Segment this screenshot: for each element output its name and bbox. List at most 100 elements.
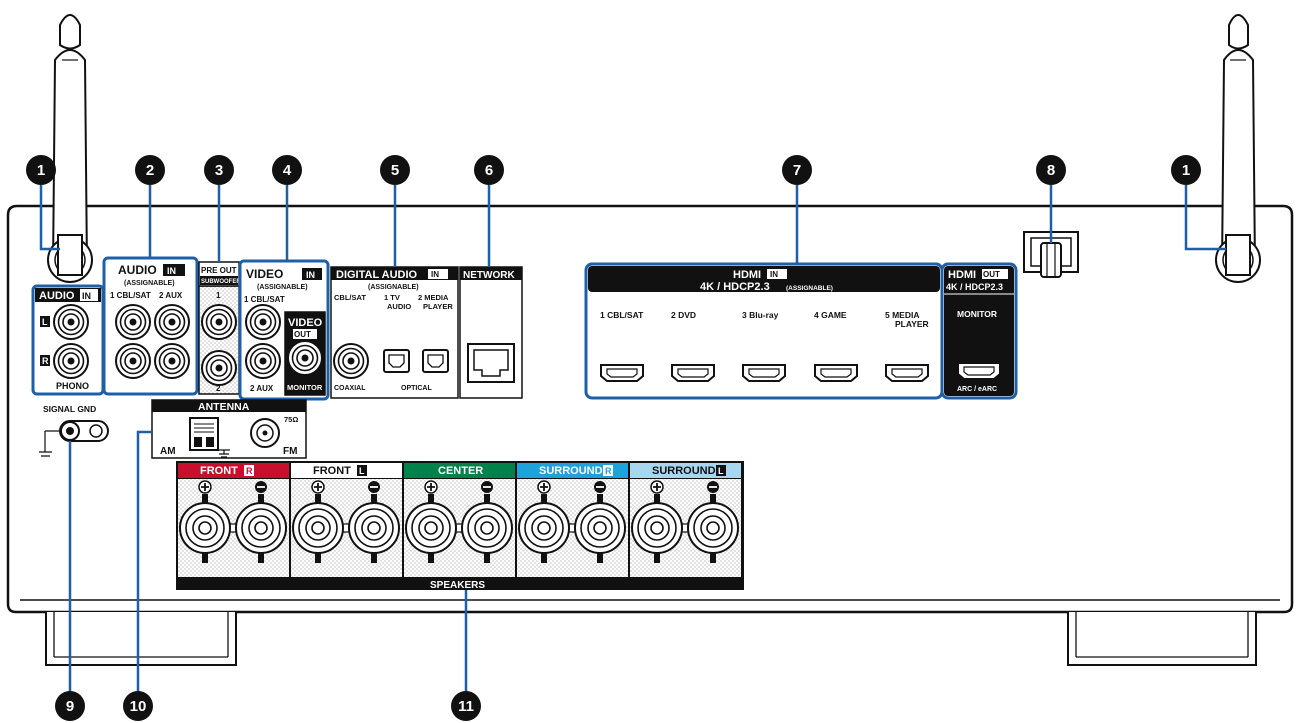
optical-tv-port[interactable] (383, 349, 410, 373)
speaker-channel-name: SURROUND (652, 465, 716, 477)
minus-icon (255, 481, 267, 493)
speaker-channel-name: FRONT (313, 465, 351, 477)
am-terminal[interactable] (189, 417, 219, 451)
video-aux-jack[interactable] (245, 343, 281, 379)
speaker-channel-header (517, 463, 628, 478)
callout-9: 9 (55, 691, 85, 721)
speaker-plus-terminal[interactable] (292, 502, 344, 554)
callout-6: 6 (474, 155, 504, 185)
subwoofer-2-jack[interactable] (201, 350, 237, 386)
speaker-minus-terminal[interactable] (461, 502, 513, 554)
digital-tv-label-2: AUDIO (387, 302, 411, 311)
speaker-plus-terminal[interactable] (179, 502, 231, 554)
speaker-minus-terminal[interactable] (574, 502, 626, 554)
hdmi-input-label: 3 Blu-ray (742, 310, 779, 320)
signal-gnd-terminal[interactable] (59, 420, 109, 442)
speaker-plus-terminal[interactable] (518, 502, 570, 554)
speaker-channel-name: FRONT (200, 465, 238, 477)
speaker-side-label: L (359, 466, 365, 476)
callout-2: 2 (135, 155, 165, 185)
hdmi-input-1: 1 CBL/SAT (600, 310, 644, 382)
network-port[interactable] (467, 343, 515, 383)
video-out-monitor: MONITOR (287, 383, 323, 392)
speaker-plus-terminal[interactable] (405, 502, 457, 554)
hdmi-input-label: 5 MEDIA (885, 310, 919, 320)
hdmi-out-sub: 4K / HDCP2.3 (946, 282, 1003, 292)
phono-l-jack[interactable] (53, 304, 89, 340)
callout-4: 4 (272, 155, 302, 185)
digital-audio-section: DIGITAL AUDIO IN (ASSIGNABLE) CBL/SAT 1 … (330, 266, 459, 399)
digital-cbl-label: CBL/SAT (334, 293, 366, 302)
speaker-channel-3: CENTER (404, 463, 515, 577)
monitor-video-jack[interactable] (287, 340, 323, 376)
minus-icon (707, 481, 719, 493)
hdmi-input-3: 3 Blu-ray (742, 310, 786, 382)
speaker-channel-header (291, 463, 402, 478)
antenna-left (47, 14, 93, 283)
speaker-minus-terminal[interactable] (235, 502, 287, 554)
speaker-side-badge (357, 465, 367, 476)
antenna-fm: FM (283, 446, 297, 457)
digital-tv-label-1: 1 TV (384, 293, 400, 302)
hdmi-input-port[interactable] (742, 364, 786, 382)
audio-cbl-r-jack[interactable] (115, 343, 151, 379)
speaker-plus-terminal[interactable] (631, 502, 683, 554)
hdmi-out-monitor: MONITOR (957, 309, 997, 319)
callout-10: 10 (123, 691, 153, 721)
minus-icon (594, 481, 606, 493)
subwoofer-1-jack[interactable] (201, 304, 237, 340)
speaker-minus-terminal[interactable] (687, 502, 739, 554)
speaker-channel-header (178, 463, 289, 478)
coaxial-jack[interactable] (333, 343, 369, 379)
phono-ch-r-label: R (42, 356, 49, 366)
antenna-section: ANTENNA AM 75Ω FM (151, 399, 307, 459)
antenna-title: ANTENNA (198, 401, 250, 413)
hdmi-input-port[interactable] (600, 364, 644, 382)
plus-icon (311, 480, 325, 494)
hdmi-input-label: 2 DVD (671, 310, 696, 320)
audio-aux-l-jack[interactable] (154, 304, 190, 340)
video-cbl-jack[interactable] (245, 304, 281, 340)
pre-out-title: PRE OUT (201, 266, 237, 275)
hdmi-input-port[interactable] (885, 364, 929, 382)
speaker-channel-header (630, 463, 741, 478)
audio-aux-r-jack[interactable] (154, 343, 190, 379)
audio-in-phono-section: AUDIO IN L R PHONO (31, 284, 105, 396)
svg-text:7: 7 (793, 162, 801, 179)
phono-r-jack[interactable] (53, 343, 89, 379)
hdmi-in-badge: IN (770, 270, 778, 279)
hdmi-input-label: 1 CBL/SAT (600, 310, 644, 320)
hdmi-input-4: 4 GAME (814, 310, 858, 382)
callout-11: 11 (451, 691, 481, 721)
optical-media-port[interactable] (422, 349, 449, 373)
signal-gnd-section: SIGNAL GND (39, 404, 109, 457)
fm-jack[interactable] (250, 418, 280, 448)
hdmi-input-port[interactable] (814, 364, 858, 382)
hdmi-in-assign: (ASSIGNABLE) (786, 285, 833, 292)
pre-out-sub: SUBWOOFER (201, 279, 241, 285)
foot-left (45, 612, 237, 666)
hdmi-out-port[interactable] (957, 362, 1001, 380)
plus-icon (424, 480, 438, 494)
audio-assign-sub: (ASSIGNABLE) (124, 280, 175, 287)
video-out-section: VIDEO OUT MONITOR (284, 311, 326, 396)
digital-mp-label-2: PLAYER (423, 302, 453, 311)
hdmi-in-sub: 4K / HDCP2.3 (700, 281, 770, 293)
callout-1-right: 1 (1171, 155, 1201, 185)
audio-in-phono-in-badge: IN (82, 291, 91, 301)
minus-icon (368, 481, 380, 493)
callout-leader-lines (39, 185, 1226, 692)
optical-label: OPTICAL (401, 385, 432, 392)
speaker-minus-terminal[interactable] (348, 502, 400, 554)
speaker-channel-header (404, 463, 515, 478)
callout-7: 7 (782, 155, 812, 185)
digital-audio-badge: IN (431, 270, 439, 279)
hdmi-input-port[interactable] (671, 364, 715, 382)
audio-cbl-l-jack[interactable] (115, 304, 151, 340)
speaker-side-label: R (605, 466, 612, 476)
audio-in-phono-title: AUDIO (39, 290, 75, 302)
